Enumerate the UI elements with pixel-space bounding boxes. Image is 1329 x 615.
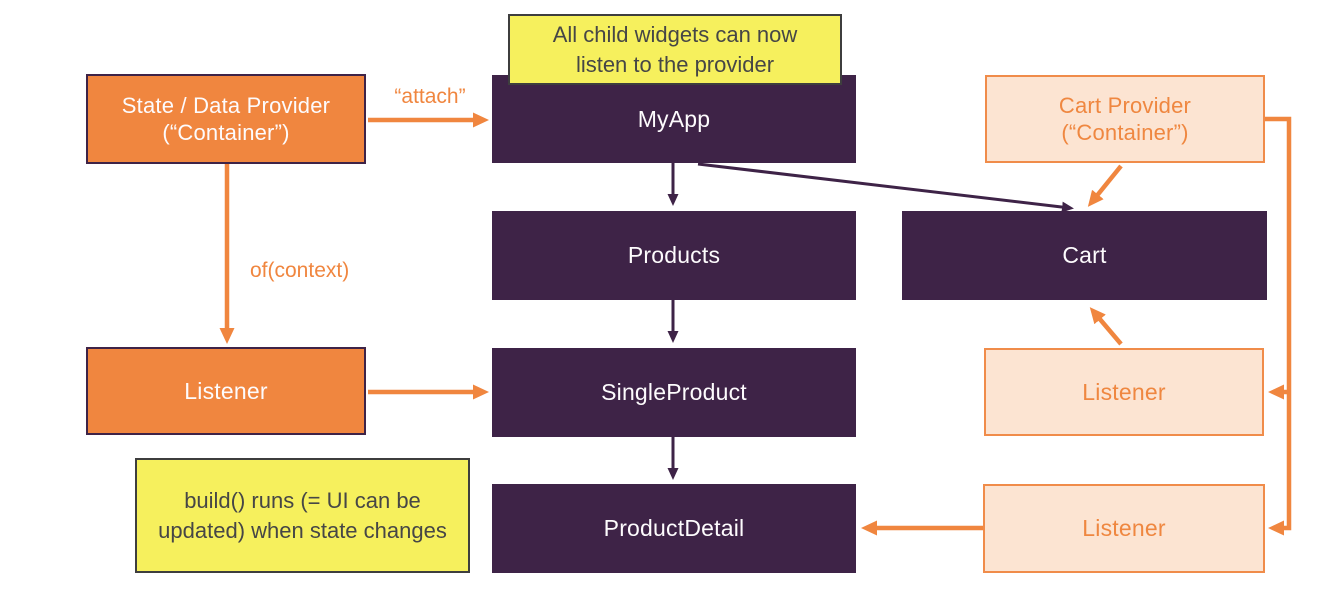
node-listener-left: Listener xyxy=(86,347,366,435)
node-singleproduct: SingleProduct xyxy=(492,348,856,437)
node-listener-right-top: Listener xyxy=(984,348,1264,436)
node-cart-label: Cart xyxy=(1062,242,1107,269)
arrow-cartprovider-to-cart xyxy=(1087,164,1123,207)
note-build-runs: build() runs (= UI can be updated) when … xyxy=(135,458,470,573)
node-products-label: Products xyxy=(627,242,721,269)
node-listener-left-label: Listener xyxy=(184,377,268,404)
node-productdetail-label: ProductDetail xyxy=(603,515,745,542)
label-attach: “attach” xyxy=(394,85,466,108)
node-listener-right-bottom: Listener xyxy=(983,484,1265,573)
arrow-listener-to-cart xyxy=(1089,307,1123,346)
node-state-data-provider-line2: (“Container”) xyxy=(162,120,290,145)
note-child-widgets: All child widgets can now listen to the … xyxy=(508,14,842,85)
node-productdetail: ProductDetail xyxy=(492,484,856,573)
node-cart-provider-line2: (“Container”) xyxy=(1061,120,1189,145)
node-products: Products xyxy=(492,211,856,300)
arrow-myapp-to-cart xyxy=(697,162,1074,213)
connector-cartprovider-to-listener-bottom xyxy=(1265,116,1292,536)
node-listener-right-top-label: Listener xyxy=(1082,378,1166,405)
node-cart-provider-line1: Cart Provider xyxy=(1058,92,1192,118)
node-cart: Cart xyxy=(902,211,1267,300)
node-myapp: MyApp xyxy=(492,75,856,163)
node-cart-provider: Cart Provider (“Container”) xyxy=(985,75,1265,163)
node-singleproduct-label: SingleProduct xyxy=(601,379,747,406)
node-state-data-provider-line1: State / Data Provider xyxy=(121,92,331,118)
node-state-data-provider: State / Data Provider (“Container”) xyxy=(86,74,366,164)
node-myapp-label: MyApp xyxy=(637,105,711,132)
node-listener-right-bottom-label: Listener xyxy=(1082,515,1166,542)
label-of-context: of(context) xyxy=(250,259,350,282)
